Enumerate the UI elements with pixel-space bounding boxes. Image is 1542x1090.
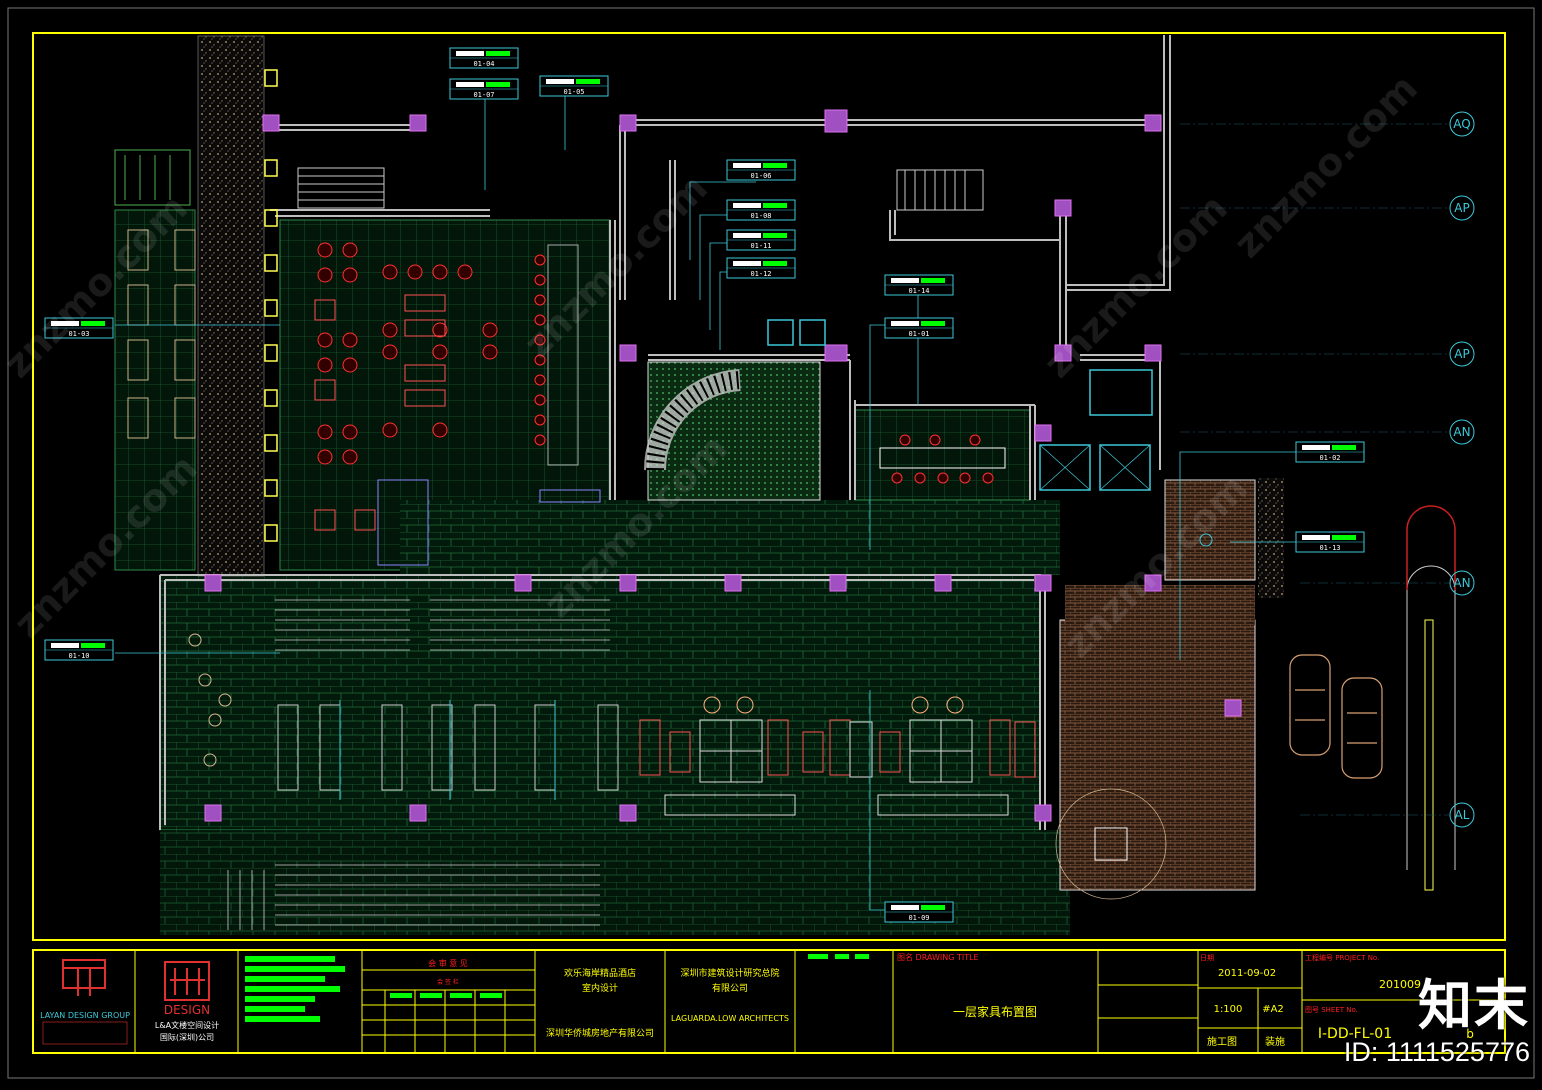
callout-id: 01-07 [473, 91, 494, 99]
callout-id: 01-02 [1319, 454, 1340, 462]
architect-cn-line1: 深圳市建筑设计研究总院 [680, 967, 779, 979]
svg-text:L&A文楼空间设计: L&A文楼空间设计 [155, 1020, 219, 1030]
callout-id: 01-01 [908, 330, 929, 338]
drawing-border [32, 32, 1506, 941]
callout-tag: 01-09 [884, 901, 954, 923]
callout-tag: 01-03 [44, 317, 114, 339]
client-name: 深圳华侨城房地产有限公司 [546, 1027, 654, 1039]
architect-en: LAGUARDA.LOW ARCHITECTS [671, 1014, 789, 1023]
architect-cn-line2: 有限公司 [712, 982, 748, 994]
grid-axis-label: AP [1454, 347, 1469, 361]
svg-text:DESIGN: DESIGN [164, 1003, 210, 1017]
title-block-border [32, 949, 1506, 1054]
svg-text:LAYAN DESIGN GROUP: LAYAN DESIGN GROUP [40, 1011, 130, 1020]
callout-id: 01-03 [68, 330, 89, 338]
grid-axis-label: AN [1453, 425, 1470, 439]
callout-id: 01-13 [1319, 544, 1340, 552]
callout-id: 01-14 [908, 287, 929, 295]
outer-frame [7, 7, 1535, 1079]
drawing-stage: 施工图 [1207, 1035, 1237, 1048]
brand-logo: 知末 [1418, 974, 1530, 1037]
sheet-size: #A2 [1262, 1004, 1284, 1015]
grid-axis-label: AN [1453, 576, 1470, 590]
title-block: LAYAN DESIGN GROUP DESIGN L&A文楼空间设计 国际(深… [40, 950, 1505, 1053]
callout-tag: 01-08 [726, 199, 796, 221]
callout-tag: 01-14 [884, 274, 954, 296]
review-sub: 会 签 栏 [437, 978, 459, 986]
project-name-line2: 室内设计 [582, 982, 618, 994]
callout-tag: 01-06 [726, 159, 796, 181]
callout-id: 01-05 [563, 88, 584, 96]
callout-id: 01-11 [750, 242, 771, 250]
project-no-label: 工程编号 PROJECT No. [1305, 953, 1379, 962]
callout-tag: 01-01 [884, 317, 954, 339]
watermark-brand: 知末 ID: 1111525776 [1344, 979, 1530, 1068]
callout-id: 01-06 [750, 172, 771, 180]
brand-id: ID: 1111525776 [1343, 1037, 1530, 1067]
callout-id: 01-08 [750, 212, 771, 220]
callout-tag: 01-12 [726, 257, 796, 279]
callout-tag: 01-02 [1295, 441, 1365, 463]
grid-axis-label: AP [1454, 201, 1469, 215]
callout-tag: 01-05 [539, 75, 609, 97]
review-header: 会 审 意 见 [428, 958, 468, 968]
project-name-line1: 欢乐海岸精品酒店 [564, 967, 636, 979]
drawing-scale: 1:100 [1214, 1004, 1243, 1015]
drawing-title: 一层家具布置图 [953, 1004, 1037, 1019]
callout-tag: 01-10 [44, 639, 114, 661]
callout-id: 01-09 [908, 914, 929, 922]
company-logo: LAYAN DESIGN GROUP [40, 959, 130, 1045]
discipline: 装施 [1265, 1035, 1285, 1048]
design-logo: DESIGN L&A文楼空间设计 国际(深圳)公司 [155, 961, 219, 1042]
callout-id: 01-12 [750, 270, 771, 278]
svg-text:国际(深圳)公司: 国际(深圳)公司 [160, 1032, 214, 1042]
sheet-no-label: 图号 SHEET No. [1305, 1006, 1358, 1014]
drawing-title-label: 图名 DRAWING TITLE [897, 952, 979, 962]
sheet-number: I-DD-FL-01 [1318, 1026, 1392, 1042]
revision: b [1466, 1027, 1474, 1041]
callout-id: 01-04 [473, 60, 494, 68]
callout-tag: 01-07 [449, 78, 519, 100]
grid-axis-label: AL [1455, 808, 1470, 822]
callout-tag: 01-13 [1295, 531, 1365, 553]
callout-tag: 01-11 [726, 229, 796, 251]
callout-tag: 01-04 [449, 47, 519, 69]
svg-text:znzmo.com: znzmo.com [1225, 66, 1426, 267]
callout-id: 01-10 [68, 652, 89, 660]
project-number: 201009 [1379, 978, 1421, 991]
drawing-date: 2011-09-02 [1218, 968, 1276, 979]
date-label: 日期 [1200, 954, 1214, 962]
grid-axis-label: AQ [1453, 117, 1470, 131]
